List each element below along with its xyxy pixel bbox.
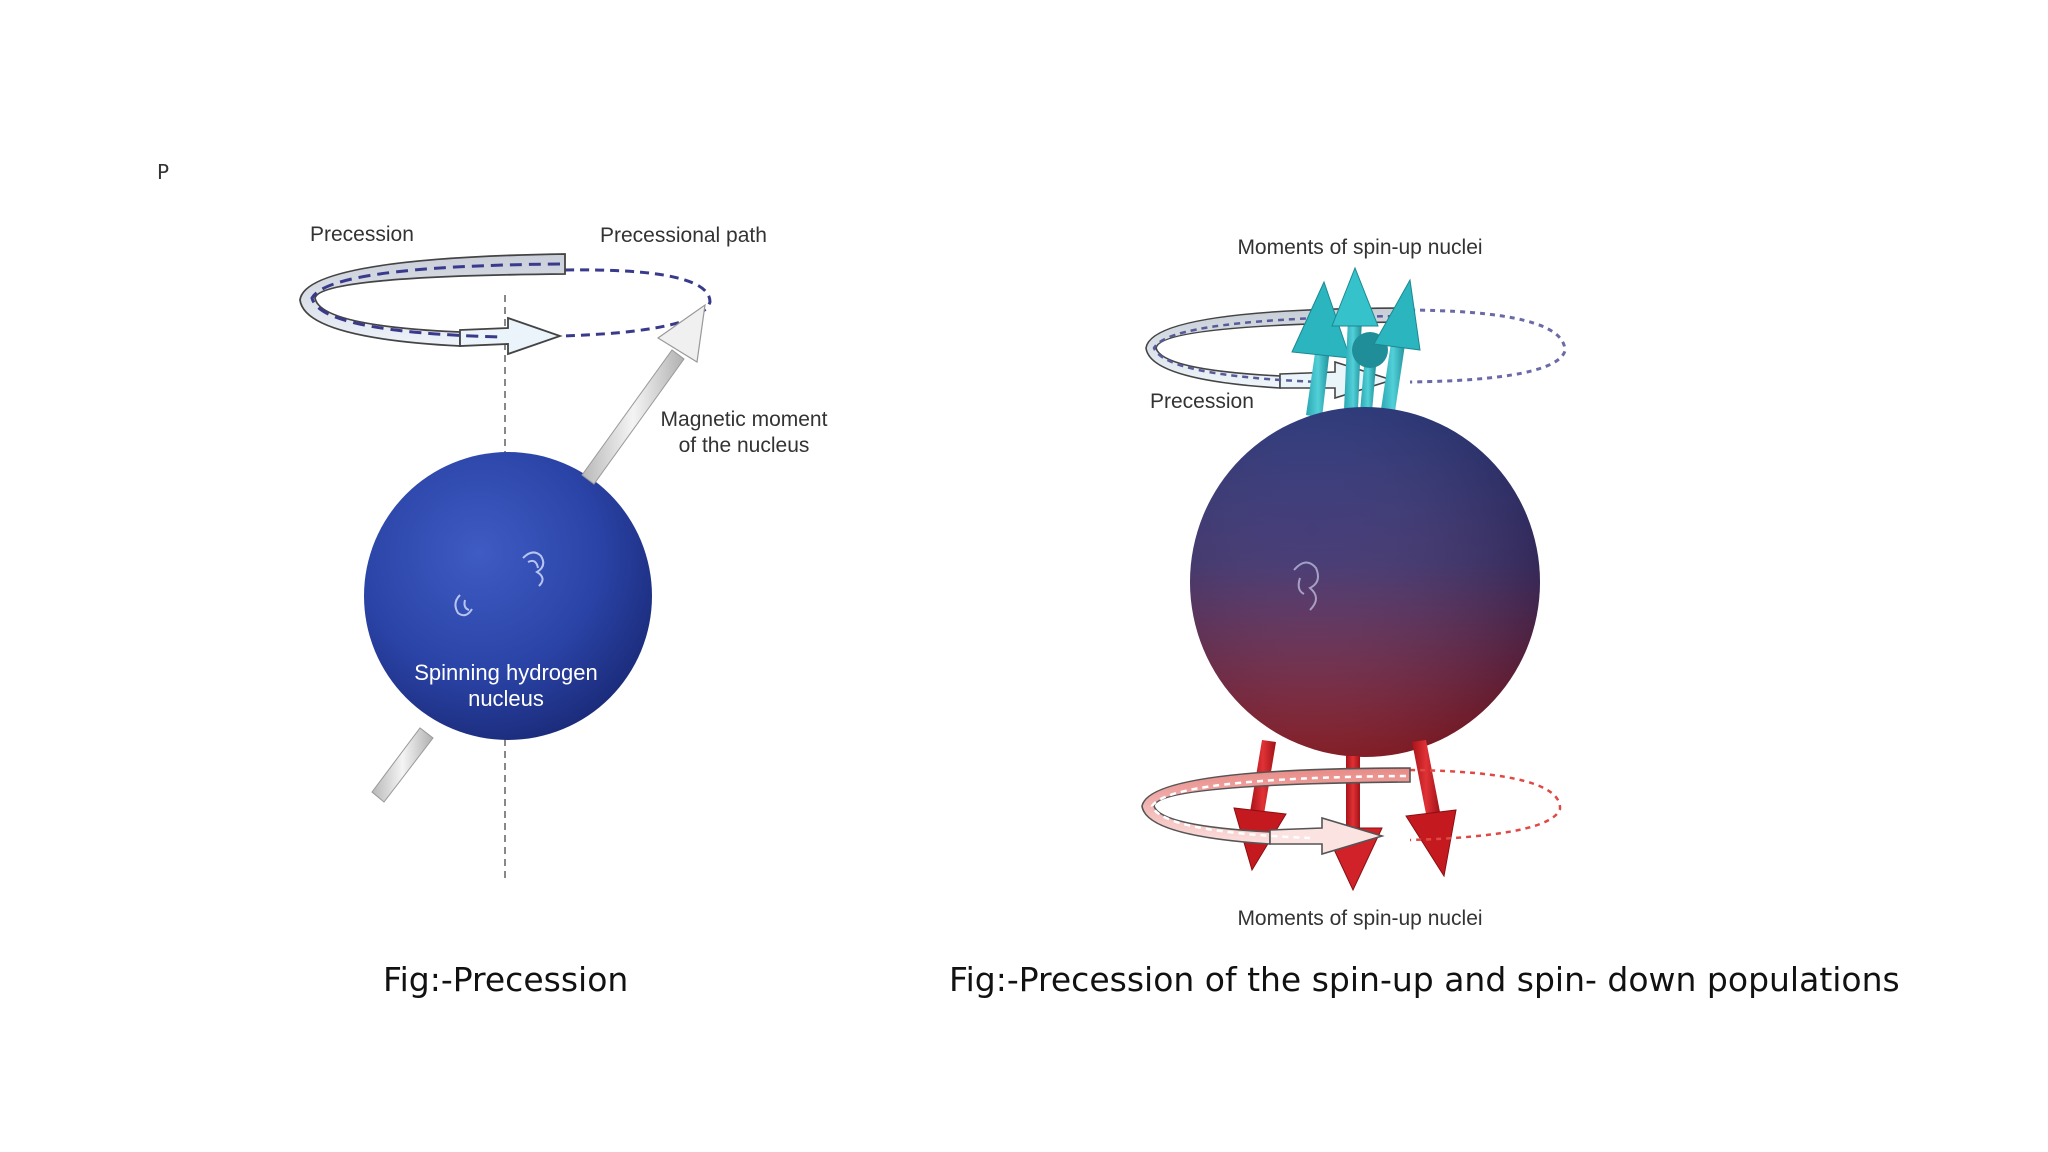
spin-populations-diagram: Moments of spin-up nuclei Precession Mom… [1141,236,1567,930]
label-nucleus-2: nucleus [468,686,544,711]
label-magnetic-moment-1: Magnetic moment [661,408,828,431]
caption-precession: Fig:-Precession [383,960,629,999]
precession-band [299,253,566,356]
label-magnetic-moment-2: of the nucleus [679,434,810,457]
spin-down-arrow-left [1233,740,1287,872]
top-precession-band [1145,307,1411,400]
spin-down-arrows [1233,740,1457,892]
spin-up-arrow-right [1373,278,1421,418]
stray-letter: P [157,160,170,184]
magnetic-moment-rod-lower [371,727,434,803]
top-precessional-path [1399,308,1567,384]
sphere-surface-highlight [1293,561,1319,611]
spin-up-arrows [1291,266,1421,418]
label-precessional-path: Precessional path [600,224,767,247]
magnetic-moment-arrow [581,303,706,485]
bottom-precessional-path [1409,768,1562,842]
caption-spin-populations: Fig:-Precession of the spin-up and spin-… [949,960,1900,999]
label-moments-bottom: Moments of spin-up nuclei [1237,907,1482,930]
spin-down-arrow-right [1405,740,1457,878]
precessional-path [559,268,712,338]
label-moments-top: Moments of spin-up nuclei [1237,236,1482,259]
sphere-shading [1190,407,1540,757]
hydrogen-nucleus-sphere [364,452,652,740]
surface-highlight [454,551,545,617]
label-precession-right: Precession [1150,390,1254,413]
precession-diagram: Precession Precessional path Magnetic mo… [299,223,828,880]
label-precession: Precession [310,223,414,246]
bottom-precession-band [1141,767,1411,856]
label-nucleus-1: Spinning hydrogen [414,660,597,685]
